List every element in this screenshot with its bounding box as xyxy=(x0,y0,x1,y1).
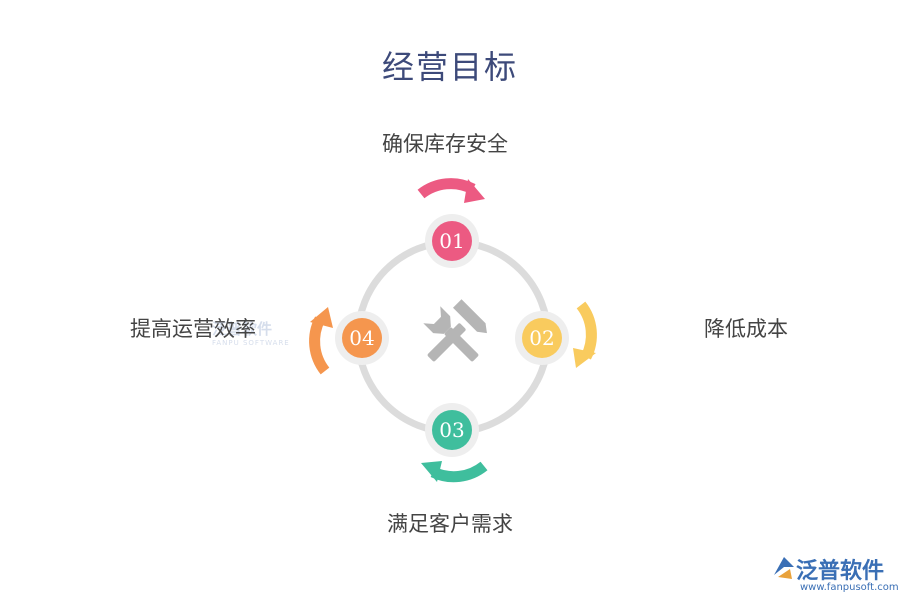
goal-label-03: 满足客户需求 xyxy=(387,512,513,536)
brand-url: www.fanpusoft.com xyxy=(800,582,899,593)
goal-node-02: 02 xyxy=(515,311,569,365)
page-title: 经营目标 xyxy=(381,48,518,86)
brand-name: 泛普软件 xyxy=(796,559,885,584)
goal-node-01: 01 xyxy=(425,214,479,268)
hammer-wrench-icon xyxy=(423,299,487,362)
watermark: 泛普软件 FANPU SOFTWARE xyxy=(212,318,290,347)
goal-number-02: 02 xyxy=(529,326,554,350)
goal-number-04: 04 xyxy=(349,326,374,350)
goal-node-04: 04 xyxy=(335,311,389,365)
arrow-bottom-icon xyxy=(421,461,488,483)
brand-logo-icon xyxy=(774,557,794,579)
goal-number-03: 03 xyxy=(439,418,464,442)
arrow-top-icon xyxy=(417,178,485,203)
watermark-name: 泛普软件 xyxy=(212,320,273,338)
goal-label-04: 提高运营效率 xyxy=(130,317,256,341)
goal-number-01: 01 xyxy=(439,229,464,253)
arrow-right-icon xyxy=(573,301,597,368)
arrow-left-icon xyxy=(309,307,333,375)
watermark-subtitle: FANPU SOFTWARE xyxy=(212,339,290,347)
goal-label-01: 确保库存安全 xyxy=(382,132,508,156)
goal-node-03: 03 xyxy=(425,403,479,457)
goal-label-02: 降低成本 xyxy=(704,317,788,341)
